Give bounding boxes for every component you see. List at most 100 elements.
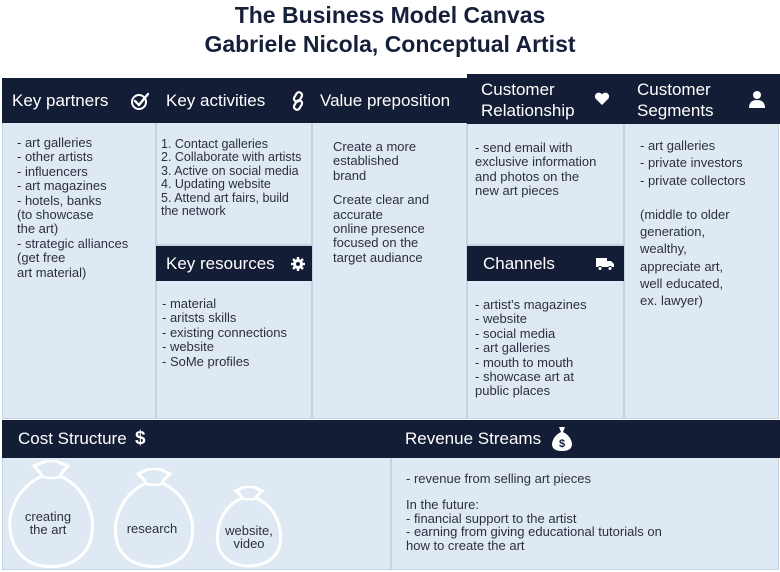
list-item: - SoMe profiles: [162, 353, 250, 369]
list-item: - mouth to mouth: [475, 354, 574, 370]
list-item: - showcase art at: [475, 369, 574, 385]
list-item: Create a more: [333, 139, 417, 154]
list-item: focused on the: [333, 235, 419, 251]
value-proposition-header: Value preposition: [312, 78, 469, 123]
link-icon: [290, 90, 306, 111]
list-item: - social media: [475, 325, 556, 341]
money-bag-icon: $: [551, 426, 573, 452]
list-item: Create clear and: [333, 192, 430, 208]
key-activities-title: Key activities: [166, 90, 266, 110]
dollar-icon: $: [135, 428, 146, 449]
list-item: well educated,: [640, 276, 724, 292]
list-item: online presence: [333, 221, 425, 237]
channels-block: Channels - artist's magazines- website- …: [467, 245, 626, 419]
list-item: - influencers: [17, 163, 88, 179]
customer-relationship-title: Customer Relationship: [481, 80, 575, 120]
list-item: - financial support to the artist: [406, 510, 577, 526]
truck-icon: [596, 257, 614, 271]
list-item: art material): [17, 264, 87, 280]
list-item: - art galleries: [640, 138, 716, 153]
list-item: - aritsts skills: [162, 310, 237, 326]
list-item: wealthy,: [640, 241, 687, 257]
list-item: - art galleries: [475, 340, 551, 356]
list-item: brand: [333, 167, 367, 183]
list-item: accurate: [333, 206, 383, 222]
revenue-streams-title: Revenue Streams: [405, 429, 542, 448]
cost-bag-website-video: website,video: [214, 486, 284, 568]
list-item: the art): [17, 221, 59, 237]
list-item: website,: [225, 523, 273, 538]
list-item: research: [126, 521, 178, 536]
list-item: target audiance: [333, 249, 423, 265]
list-item: (to showcase: [17, 207, 94, 223]
user-icon: [749, 90, 765, 108]
list-item: - artist's magazines: [475, 297, 587, 312]
list-item: - strategic alliances: [17, 235, 129, 251]
check-circle-icon: [130, 91, 150, 111]
list-item: (get free: [17, 250, 66, 266]
cost-bag-research: research: [112, 468, 196, 568]
customer-segments-header: Customer Segments: [624, 74, 780, 124]
customer-segments-block: Customer Segments - art galleries- priva…: [624, 74, 780, 419]
heart-icon: [594, 92, 610, 106]
list-item: - website: [475, 311, 528, 327]
list-item: - material: [162, 296, 217, 311]
list-item: the network: [161, 204, 226, 219]
channels-header: Channels: [467, 246, 626, 281]
key-resources-header: Key resources: [156, 246, 314, 281]
list-item: new art pieces: [475, 183, 559, 199]
list-item: - art galleries: [17, 135, 93, 150]
canvas-title: The Business Model Canvas: [234, 2, 546, 28]
value-proposition-title: Value preposition: [320, 90, 451, 110]
key-resources-block: Key resources - material- aritsts skills…: [156, 245, 314, 419]
list-item: - website: [162, 339, 215, 355]
list-item: how to create the art: [406, 537, 525, 553]
list-item: and photos on the: [475, 168, 580, 184]
list-item: 3. Active on social media: [161, 163, 299, 178]
bag-label: research: [112, 522, 192, 535]
list-item: - other artists: [17, 149, 93, 165]
customer-segments-list: - art galleries- private investors- priv…: [640, 137, 778, 310]
cost-structure-title: Cost Structure: [18, 429, 127, 448]
list-item: 5. Attend art fairs, build: [161, 190, 289, 205]
list-item: 4. Updating website: [161, 177, 271, 192]
list-item: video: [233, 536, 265, 551]
list-item: - earning from giving educational tutori…: [406, 524, 662, 540]
key-partners-block: Key partners - art galleries- other arti…: [2, 78, 158, 419]
key-partners-title: Key partners: [12, 90, 109, 110]
cost-structure-block: Cost Structure $: [2, 420, 393, 570]
cost-structure-header: Cost Structure $: [2, 420, 393, 458]
customer-relationship-header: Customer Relationship: [467, 74, 626, 124]
svg-text:$: $: [559, 438, 565, 450]
customer-segments-title: Customer Segments: [637, 80, 714, 120]
list-item: 2. Collaborate with artists: [161, 150, 302, 165]
key-partners-header: Key partners: [2, 78, 158, 123]
list-item: public places: [475, 383, 551, 399]
key-resources-list: - material- aritsts skills- existing con…: [162, 296, 312, 369]
gear-icon: [290, 256, 306, 272]
revenue-item: - revenue from selling art pieces: [406, 471, 591, 486]
list-item: generation,: [640, 224, 706, 240]
canvas-subtitle: Gabriele Nicola, Conceptual Artist: [204, 31, 576, 57]
list-item: (middle to older: [640, 206, 730, 222]
list-item: 1. Contact galleries: [161, 137, 269, 151]
key-resources-title: Key resources: [166, 253, 275, 273]
list-item: appreciate art,: [640, 258, 724, 274]
list-item: the art: [29, 522, 67, 537]
list-item: - existing connections: [162, 324, 288, 340]
list-item: - send email with: [475, 140, 573, 155]
revenue-streams-header: Revenue Streams $: [391, 420, 780, 458]
key-activities-header: Key activities: [156, 78, 314, 123]
bag-label: website,video: [214, 524, 284, 550]
channels-title: Channels: [483, 253, 555, 273]
key-partners-list: - art galleries- other artists- influenc…: [17, 135, 155, 280]
list-item: creating: [24, 509, 72, 524]
